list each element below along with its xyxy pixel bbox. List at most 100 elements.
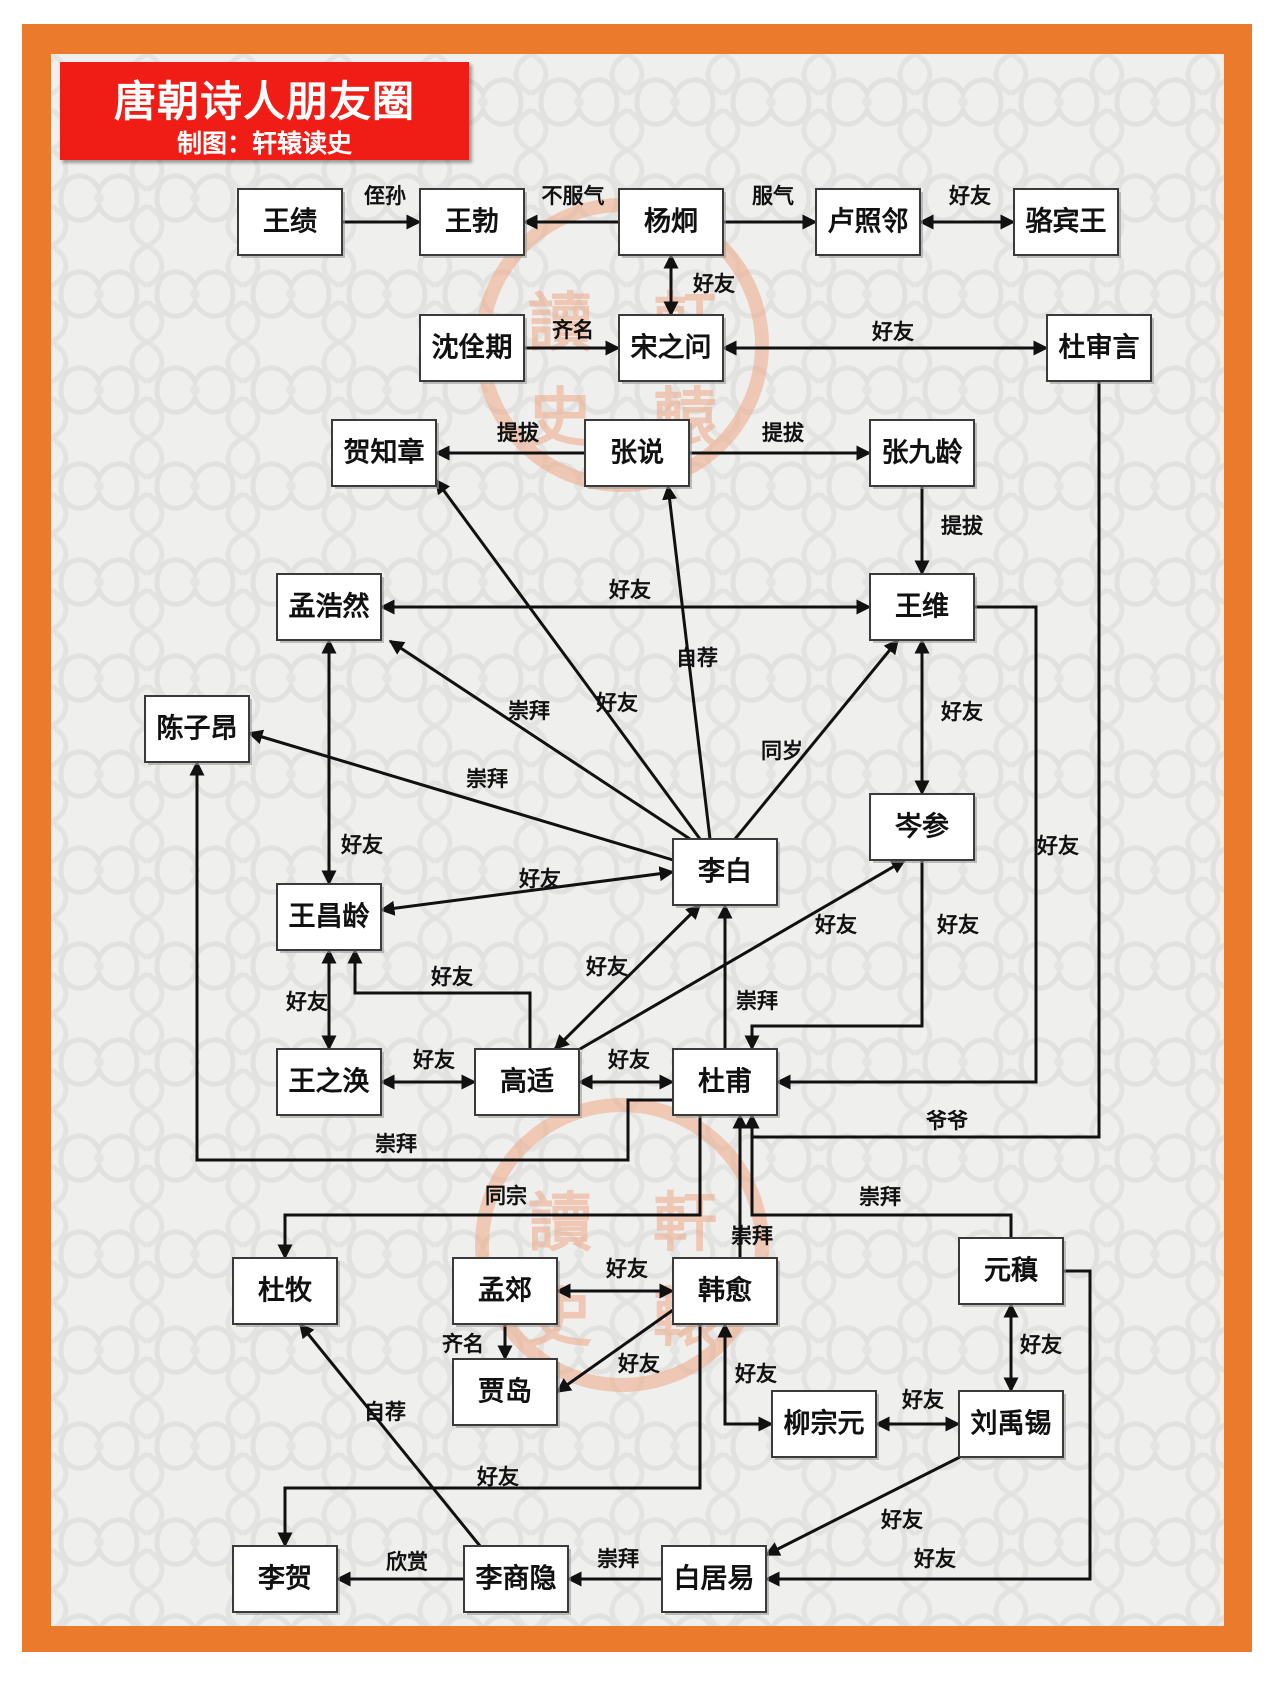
node-gaoshi: 高适 bbox=[474, 1048, 582, 1118]
edge-label-yangjiong-songzhiwen: 好友 bbox=[692, 272, 735, 296]
node-songzhiwen: 宋之问 bbox=[618, 314, 726, 384]
edge-label-yangjiong-wangbo: 不服气 bbox=[542, 184, 605, 208]
node-lihe: 李贺 bbox=[232, 1545, 340, 1615]
edge-label-dushenyan-dufu: 爷爷 bbox=[926, 1109, 969, 1133]
edge-label-dufu-chenzi: 崇拜 bbox=[375, 1132, 417, 1156]
node-wangzhihuan: 王之涣 bbox=[276, 1048, 384, 1118]
node-box bbox=[618, 188, 724, 256]
node-box bbox=[276, 573, 382, 641]
node-label: 柳宗元 bbox=[784, 1408, 865, 1440]
node-dufu: 杜甫 bbox=[672, 1048, 780, 1118]
node-label: 白居易 bbox=[674, 1563, 755, 1595]
edge-label-mengjiao-jiadao: 齐名 bbox=[442, 1332, 484, 1356]
watermark-char: 史 bbox=[528, 382, 592, 456]
node-label: 沈佺期 bbox=[432, 333, 513, 364]
watermark-char: 軒 bbox=[653, 1187, 717, 1261]
node-censhen: 岑参 bbox=[869, 793, 977, 863]
node-lishangyin: 李商隐 bbox=[463, 1545, 571, 1615]
node-luobinwang: 骆宾王 bbox=[1013, 188, 1121, 258]
node-box bbox=[672, 1257, 778, 1325]
node-label: 杜牧 bbox=[258, 1276, 313, 1307]
edge-yuanzhen-baijuyi bbox=[764, 1269, 1092, 1587]
edge-label-yangjiong-luzhaolin: 服气 bbox=[752, 184, 794, 208]
edge-label-hanyu-jiadao: 好友 bbox=[617, 1352, 660, 1376]
edge-libai-chenzi bbox=[247, 729, 674, 862]
edge-label-gaoshi-wangchangling: 好友 bbox=[430, 965, 473, 989]
node-zhangyue: 张说 bbox=[584, 419, 692, 489]
edge-label-libai-wangwei: 同岁 bbox=[761, 739, 803, 763]
node-label: 孟郊 bbox=[478, 1276, 532, 1307]
edge-label-libai-zhangyue: 自荐 bbox=[676, 646, 718, 670]
node-label: 贾岛 bbox=[478, 1376, 532, 1408]
node-menghaoran: 孟浩然 bbox=[276, 573, 384, 643]
node-chenzi: 陈子昂 bbox=[144, 695, 252, 765]
edge-libai-wangchangling bbox=[379, 866, 675, 916]
node-dumu: 杜牧 bbox=[232, 1257, 340, 1327]
node-box bbox=[276, 883, 382, 951]
node-box bbox=[452, 1257, 558, 1325]
corner-fade bbox=[1080, 1652, 1280, 1691]
node-label: 高适 bbox=[500, 1066, 554, 1098]
node-label: 孟浩然 bbox=[289, 591, 370, 623]
edge-hanyu-jiadao bbox=[555, 1308, 674, 1394]
node-dushenyan: 杜审言 bbox=[1046, 314, 1154, 384]
node-box bbox=[584, 419, 690, 487]
node-label: 岑参 bbox=[895, 811, 949, 843]
edge-label-luzhaolin-luobinwang: 好友 bbox=[948, 184, 991, 208]
node-label: 王勃 bbox=[445, 207, 499, 238]
node-label: 王之涣 bbox=[289, 1066, 371, 1098]
node-box bbox=[661, 1545, 767, 1613]
edge-label-gaoshi-censhen: 好友 bbox=[814, 913, 857, 937]
edge-label-liuyuxi-baijuyi: 好友 bbox=[880, 1508, 923, 1532]
node-box bbox=[331, 419, 437, 487]
edge-label-wangwei-censhen: 好友 bbox=[940, 700, 983, 724]
edge-label-lishangyin-dumu: 自荐 bbox=[364, 1400, 406, 1424]
edge-liuyuxi-baijuyi bbox=[764, 1455, 961, 1557]
edge-yuanzhen-dufu bbox=[744, 1113, 1013, 1238]
edge-label-lishangyin-lihe: 欣赏 bbox=[386, 1550, 428, 1574]
title-banner: 唐朝诗人朋友圈 制图：轩辕读史 bbox=[60, 62, 469, 160]
edge-libai-wangwei bbox=[733, 638, 900, 840]
edge-label-songzhiwen-dushenyan: 好友 bbox=[871, 320, 914, 344]
node-hanyu: 韩愈 bbox=[672, 1257, 780, 1327]
edge-label-wangchangling-wangzhihuan: 好友 bbox=[285, 990, 328, 1014]
node-box bbox=[958, 1390, 1064, 1458]
node-box bbox=[869, 573, 975, 641]
page-subtitle: 制图：轩辕读史 bbox=[176, 129, 352, 158]
node-zhangjiuling: 张九龄 bbox=[869, 419, 977, 489]
node-box bbox=[474, 1048, 580, 1116]
node-wangchangling: 王昌龄 bbox=[276, 883, 384, 953]
node-box bbox=[618, 314, 724, 382]
node-label: 张九龄 bbox=[882, 437, 964, 469]
edge-libai-zhangyue bbox=[662, 484, 712, 840]
node-label: 李白 bbox=[697, 856, 752, 888]
node-libai: 李白 bbox=[672, 838, 780, 908]
edge-libai-menghaoran bbox=[388, 639, 691, 841]
edge-dufu-chenzi bbox=[189, 760, 673, 1162]
node-box bbox=[815, 188, 921, 256]
edge-wangwei-dufu bbox=[775, 605, 1038, 1090]
node-label: 陈子昂 bbox=[157, 713, 238, 745]
edge-label-mengjiao-hanyu: 好友 bbox=[605, 1257, 648, 1281]
edge-label-menghaoran-wangwei: 好友 bbox=[608, 578, 651, 602]
edge-label-gaoshi-libai: 好友 bbox=[585, 955, 628, 979]
edge-label-zhangjiuling-wangwei: 提拔 bbox=[941, 514, 984, 538]
node-box bbox=[452, 1358, 558, 1426]
edge-label-yuanzhen-liuyuxi: 好友 bbox=[1019, 1333, 1062, 1357]
node-box bbox=[144, 695, 250, 763]
node-label: 王维 bbox=[895, 592, 949, 623]
node-yuanzhen: 元稹 bbox=[958, 1237, 1066, 1307]
edge-libai-hezhizhang bbox=[434, 478, 702, 840]
edge-label-wangzhihuan-gaoshi: 好友 bbox=[412, 1048, 455, 1072]
edge-label-wangwei-dufu: 好友 bbox=[1036, 834, 1079, 858]
node-box bbox=[419, 188, 525, 256]
edge-label-dufu-libai: 崇拜 bbox=[736, 989, 778, 1013]
edge-label-shenquanqi-songzhiwen: 齐名 bbox=[552, 318, 594, 342]
edge-label-menghaoran-wangchangling: 好友 bbox=[340, 833, 383, 857]
node-wangwei: 王维 bbox=[869, 573, 977, 643]
edge-label-wangji-wangbo: 侄孙 bbox=[364, 184, 406, 208]
edge-label-zhangyue-hezhizhang: 提拔 bbox=[497, 421, 540, 445]
node-label: 王绩 bbox=[263, 207, 317, 238]
node-label: 张说 bbox=[610, 438, 664, 469]
edge-label-zhangyue-zhangjiuling: 提拔 bbox=[762, 421, 805, 445]
